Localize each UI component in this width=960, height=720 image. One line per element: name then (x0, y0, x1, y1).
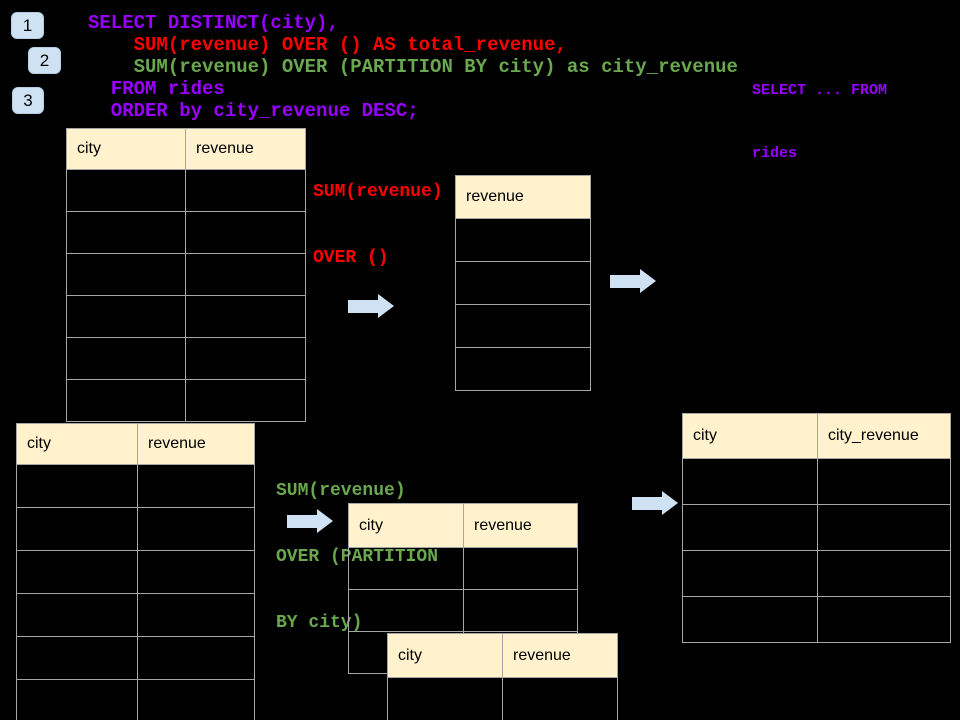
column-header-revenue: revenue (455, 175, 591, 219)
column-header-city: city (348, 503, 464, 548)
step-3-badge: 3 (12, 87, 44, 114)
table-row (348, 589, 578, 632)
table-row (66, 169, 306, 212)
arrow-right-icon-partition-in (287, 509, 333, 534)
table-row (455, 347, 591, 391)
column-header-city-revenue: city_revenue (817, 413, 951, 459)
table-row (16, 507, 255, 551)
arrow-right-icon-total-in (348, 294, 394, 319)
step-1-badge: 1 (11, 12, 44, 39)
total-revenue-table: revenue (455, 175, 591, 391)
result-table: city city_revenue (682, 413, 951, 643)
partition-table-front: city revenue (387, 633, 618, 720)
table-row (16, 464, 255, 508)
arrow-right-icon-result (632, 491, 678, 516)
table-row (16, 550, 255, 594)
table-row (682, 550, 951, 597)
arrow-right-icon-total-out (610, 269, 656, 294)
table-row (66, 379, 306, 422)
total-revenue-label-line1: SUM(revenue) (313, 182, 443, 202)
arrow-head (640, 269, 656, 293)
table-row (16, 593, 255, 637)
column-header-revenue: revenue (502, 633, 618, 678)
arrow-head (317, 509, 333, 533)
table-row (66, 253, 306, 296)
arrow-head (378, 294, 394, 318)
sql-line-order-by: ORDER by city_revenue DESC; (88, 100, 419, 122)
table-row (16, 679, 255, 720)
step-2-badge: 2 (28, 47, 61, 74)
sql-line-select: SELECT DISTINCT(city), (88, 12, 339, 34)
table-row (348, 547, 578, 590)
arrow-shaft (632, 497, 662, 510)
table-row (682, 596, 951, 643)
table-row (66, 295, 306, 338)
from-rides-note-line2: rides (752, 145, 798, 162)
table-row (16, 636, 255, 680)
table-row (66, 211, 306, 254)
sql-line-total-revenue: SUM(revenue) OVER () AS total_revenue, (88, 34, 567, 56)
table-row (455, 261, 591, 305)
column-header-revenue: revenue (463, 503, 578, 548)
from-rides-note: SELECT ... FROM rides (752, 38, 887, 206)
table-row (682, 504, 951, 551)
column-header-city: city (387, 633, 503, 678)
column-header-revenue: revenue (185, 128, 306, 170)
total-revenue-label: SUM(revenue) OVER () (313, 137, 443, 313)
table-row (455, 218, 591, 262)
source-table-top: city revenue (66, 128, 306, 422)
arrow-shaft (348, 300, 378, 313)
total-revenue-label-line2: OVER () (313, 248, 389, 268)
source-table-bottom: city revenue (16, 423, 255, 720)
column-header-city: city (16, 423, 138, 465)
arrow-shaft (287, 515, 317, 528)
sql-line-city-revenue: SUM(revenue) OVER (PARTITION BY city) as… (88, 56, 738, 78)
arrow-head (662, 491, 678, 515)
arrow-shaft (610, 275, 640, 288)
column-header-city: city (682, 413, 818, 459)
table-row (682, 458, 951, 505)
table-row (455, 304, 591, 348)
column-header-revenue: revenue (137, 423, 255, 465)
from-rides-note-line1: SELECT ... FROM (752, 82, 888, 99)
column-header-city: city (66, 128, 186, 170)
table-row (66, 337, 306, 380)
sql-line-from: FROM rides (88, 78, 225, 100)
table-row (387, 677, 618, 720)
partition-label-line1: SUM(revenue) (276, 481, 406, 501)
